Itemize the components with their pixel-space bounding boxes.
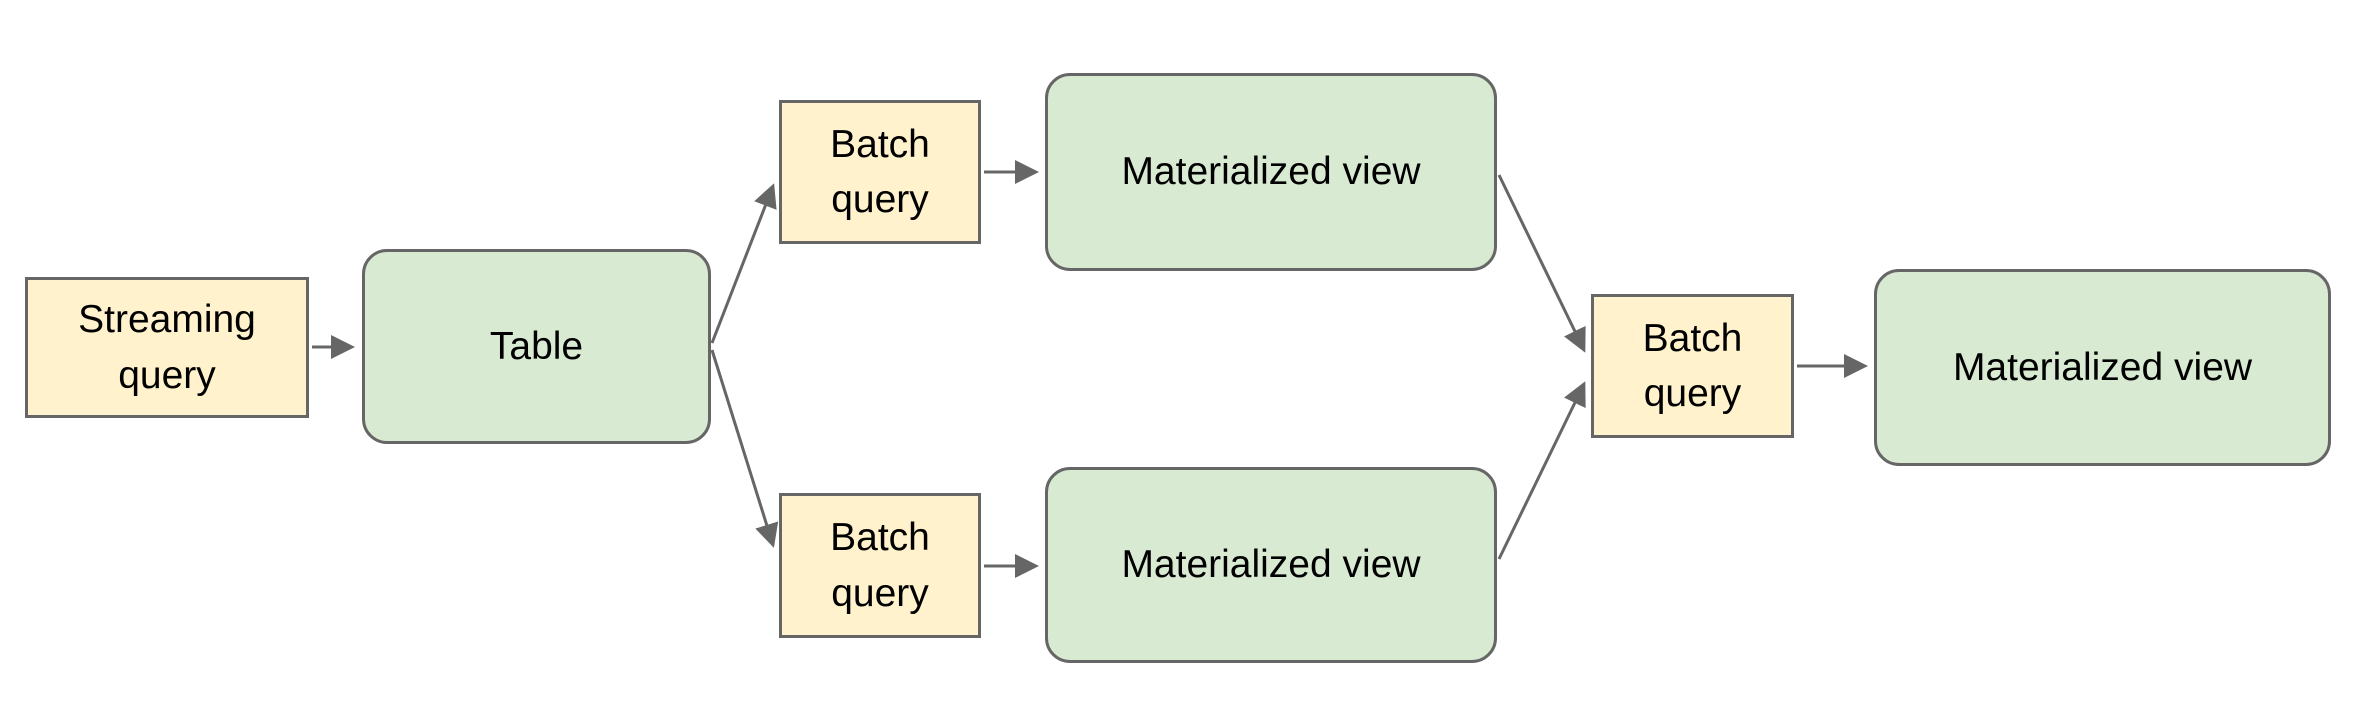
node-table-label: Table — [489, 324, 584, 368]
arrow-materialized-view-top-to-batch-query-right — [1497, 174, 1586, 353]
node-table: Table — [362, 249, 711, 444]
node-streaming-query: Streaming query — [25, 277, 309, 418]
node-batch-query-top-label: Batch query — [830, 122, 930, 221]
node-materialized-view-right-label: Materialized view — [1952, 345, 2253, 389]
node-batch-query-top: Batch query — [779, 100, 981, 244]
arrow-table-to-batch-query-bottom — [710, 349, 779, 548]
arrow-table-to-batch-query-top — [710, 183, 777, 344]
node-materialized-view-top: Materialized view — [1045, 73, 1497, 271]
node-batch-query-right-label: Batch query — [1642, 316, 1743, 415]
node-batch-query-bottom-label: Batch query — [830, 516, 930, 615]
node-materialized-view-top-label: Materialized view — [1121, 150, 1421, 194]
node-materialized-view-bottom-label: Materialized view — [1121, 543, 1421, 587]
node-batch-query-right: Batch query — [1591, 294, 1794, 438]
node-batch-query-bottom: Batch query — [779, 493, 981, 638]
arrow-materialized-view-bottom-to-batch-query-right — [1497, 381, 1586, 560]
node-materialized-view-bottom: Materialized view — [1045, 467, 1497, 663]
node-materialized-view-right: Materialized view — [1874, 269, 2331, 466]
node-streaming-query-label: Streaming query — [78, 298, 256, 397]
